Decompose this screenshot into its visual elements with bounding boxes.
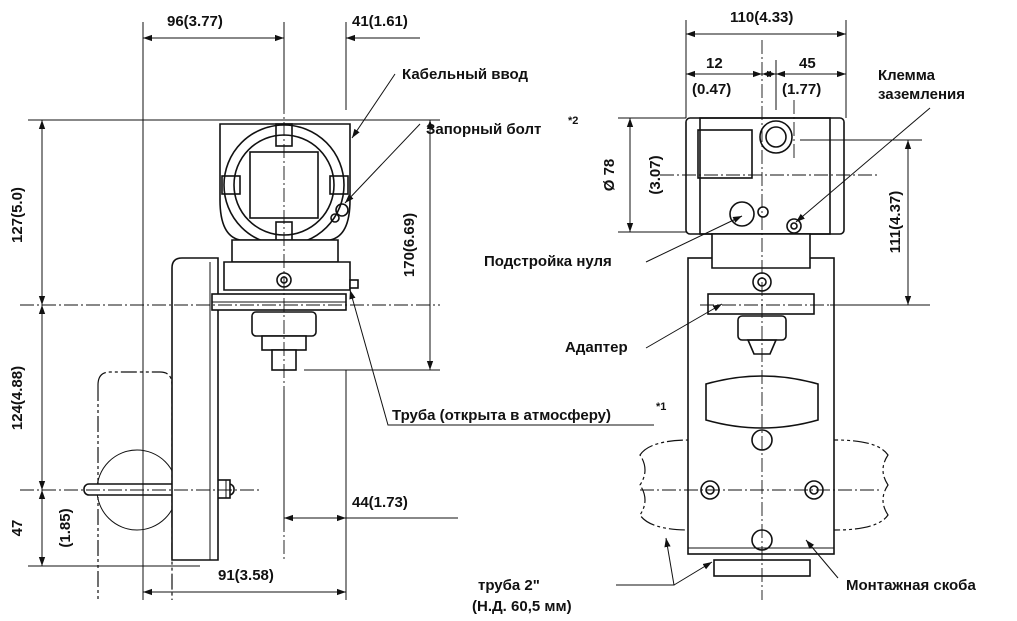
label-lock-bolt-note: *2 xyxy=(568,115,578,127)
mounting-bracket-side xyxy=(171,257,219,561)
housing-side xyxy=(211,123,359,371)
pipe-phantom-right xyxy=(639,439,889,531)
dim-45: 45 xyxy=(799,55,816,72)
dim-124: 124(4.88) xyxy=(9,366,26,430)
dim-78-inch: (3.07) xyxy=(647,155,664,194)
dim-170: 170(6.69) xyxy=(401,213,418,277)
dim-45-inch: (1.77) xyxy=(782,81,821,98)
label-cable-entry: Кабельный ввод xyxy=(402,66,529,83)
dim-91: 91(3.58) xyxy=(218,567,274,584)
dim-44: 44(1.73) xyxy=(352,494,408,511)
label-vent-pipe: Труба (открыта в атмосферу) xyxy=(392,407,611,424)
dim-41: 41(1.61) xyxy=(352,13,408,30)
label-adapter: Адаптер xyxy=(565,339,628,356)
label-lock-bolt: Запорный болт xyxy=(426,121,541,138)
dim-127: 127(5.0) xyxy=(9,187,26,243)
dim-78: Ø 78 xyxy=(601,159,618,192)
dim-47: 47 xyxy=(9,520,26,537)
label-mounting-bracket: Монтажная скоба xyxy=(846,577,976,594)
dim-12-inch: (0.47) xyxy=(692,81,731,98)
front-view: 110(4.33) 12 (0.47) 45 (1.77) Ø 78 (3.07… xyxy=(472,9,976,615)
side-view: 96(3.77) 41(1.61) 127(5.0) 124(4.88) 47 … xyxy=(9,13,666,600)
label-pipe-nd: (Н.Д. 60,5 мм) xyxy=(472,598,572,615)
label-pipe-2in: труба 2" xyxy=(478,577,540,594)
label-ground-terminal-2: заземления xyxy=(878,86,965,103)
label-vent-pipe-note: *1 xyxy=(656,401,666,413)
dim-12: 12 xyxy=(706,55,723,72)
label-zero-adjust: Подстройка нуля xyxy=(484,253,612,270)
dim-111: 111(4.37) xyxy=(887,191,904,254)
dim-47-inch: (1.85) xyxy=(57,508,74,547)
dim-96: 96(3.77) xyxy=(167,13,223,30)
dim-110: 110(4.33) xyxy=(730,9,793,26)
label-ground-terminal-1: Клемма xyxy=(878,67,936,84)
housing-front xyxy=(685,117,845,355)
